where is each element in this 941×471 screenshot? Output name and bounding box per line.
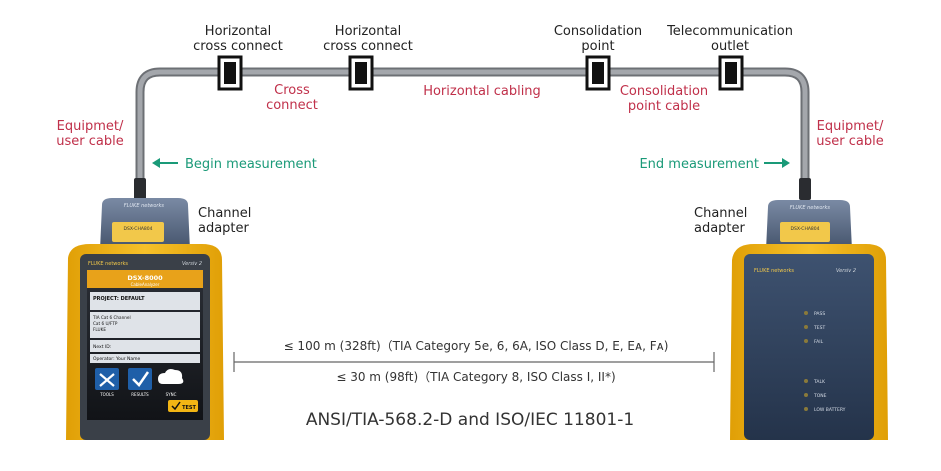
label-equipment-cable-right-line2: user cable <box>816 134 883 149</box>
label-consolidation-point-cable: Consolidation <box>620 84 708 99</box>
svg-text:RESULTS: RESULTS <box>131 392 149 397</box>
label-horizontal-cross-connect-1: Horizontal <box>205 24 271 39</box>
tester-main-unit: DSX-CHA804 FLUKE networks FLUKE networks… <box>66 198 224 440</box>
svg-text:FLUKE networks: FLUKE networks <box>124 203 165 209</box>
tester-remote-unit: DSX-CHA804 FLUKE networks FLUKE networks… <box>730 200 888 440</box>
results-button[interactable]: RESULTS <box>128 368 152 397</box>
label-limit-100m: ≤ 100 m (328ft)（TIA Category 5e, 6, 6A, … <box>284 339 669 353</box>
label-channel-adapter-left: Channel <box>198 206 251 221</box>
svg-text:Versiv 2: Versiv 2 <box>182 261 202 267</box>
label-limit-30m: ≤ 30 m (98ft)（TIA Category 8, ISO Class … <box>336 370 615 384</box>
indicator-fail: FAIL <box>804 339 824 345</box>
svg-text:FAIL: FAIL <box>814 339 824 345</box>
begin-measurement-arrow <box>152 158 178 168</box>
label-horizontal-cross-connect-1-line2: cross connect <box>193 39 283 54</box>
label-horizontal-cross-connect-2-line2: cross connect <box>323 39 413 54</box>
svg-text:LOW BATTERY: LOW BATTERY <box>814 407 846 413</box>
svg-text:DSX-CHA804: DSX-CHA804 <box>124 226 153 232</box>
label-consolidation-point-line2: point <box>581 39 614 54</box>
svg-text:FLUKE: FLUKE <box>93 327 106 332</box>
svg-text:TOOLS: TOOLS <box>99 392 114 397</box>
svg-text:TONE: TONE <box>813 393 827 399</box>
indicator-talk: TALK <box>804 379 826 385</box>
label-consolidation-point-cable-line2: point cable <box>628 99 700 114</box>
cable-plug-right <box>799 178 811 200</box>
channel-adapter-left-label <box>112 222 164 242</box>
connector-horizontal-cross-connect-2 <box>348 55 374 91</box>
label-telecommunication-outlet: Telecommunication <box>666 24 793 39</box>
svg-text:PASS: PASS <box>814 311 825 317</box>
label-equipment-cable-left: Equipmet/ <box>57 119 124 134</box>
end-measurement-arrow <box>764 158 790 168</box>
connector-telecommunication-outlet <box>718 55 744 91</box>
svg-text:FLUKE networks: FLUKE networks <box>88 261 128 267</box>
indicator-pass: PASS <box>804 311 825 317</box>
svg-text:PROJECT: DEFAULT: PROJECT: DEFAULT <box>93 296 145 302</box>
label-telecommunication-outlet-line2: outlet <box>711 39 749 54</box>
svg-text:Versiv 2: Versiv 2 <box>836 268 856 274</box>
test-button[interactable]: TEST <box>168 400 198 412</box>
label-standard: ANSI/TIA-568.2-D and ISO/IEC 11801-1 <box>306 410 634 430</box>
label-cross-connect-line2: connect <box>266 98 318 113</box>
svg-text:Operator: Your Name: Operator: Your Name <box>93 356 141 362</box>
label-channel-adapter-right-line2: adapter <box>694 221 746 236</box>
svg-text:DSX-8000: DSX-8000 <box>127 274 163 282</box>
svg-text:TEST: TEST <box>182 405 196 411</box>
cable <box>135 67 810 195</box>
svg-text:TIA Cat 6 Channel: TIA Cat 6 Channel <box>92 315 131 320</box>
indicator-low-battery: LOW BATTERY <box>804 407 846 413</box>
connector-consolidation-point <box>585 55 611 91</box>
svg-text:FLUKE networks: FLUKE networks <box>754 268 794 274</box>
tools-button[interactable]: TOOLS <box>95 368 119 397</box>
indicator-test: TEST <box>804 325 825 331</box>
svg-text:DSX-CHA804: DSX-CHA804 <box>791 226 820 232</box>
label-channel-adapter-right: Channel <box>694 206 747 221</box>
label-channel-adapter-left-line2: adapter <box>198 221 250 236</box>
label-cross-connect: Cross <box>274 83 310 98</box>
svg-text:TEST: TEST <box>813 325 825 331</box>
label-end-measurement: End measurement <box>639 157 759 172</box>
channel-adapter-right-label <box>780 222 830 242</box>
label-consolidation-point: Consolidation <box>554 24 642 39</box>
label-begin-measurement: Begin measurement <box>185 157 317 172</box>
svg-text:SYNC: SYNC <box>166 392 177 397</box>
svg-text:Cat 6 U/FTP: Cat 6 U/FTP <box>93 321 118 326</box>
label-horizontal-cross-connect-2: Horizontal <box>335 24 401 39</box>
svg-text:TALK: TALK <box>813 379 826 385</box>
label-equipment-cable-right: Equipmet/ <box>817 119 884 134</box>
indicator-tone: TONE <box>804 393 827 399</box>
cable-plug-left <box>134 178 146 200</box>
label-horizontal-cabling: Horizontal cabling <box>423 84 541 99</box>
connector-horizontal-cross-connect-1 <box>217 55 243 91</box>
length-dimension-line <box>233 352 715 372</box>
svg-text:CableAnalyzer: CableAnalyzer <box>131 282 160 287</box>
sync-button[interactable]: SYNC <box>158 369 184 397</box>
svg-text:FLUKE networks: FLUKE networks <box>790 205 831 211</box>
label-equipment-cable-left-line2: user cable <box>56 134 123 149</box>
svg-text:Next ID:: Next ID: <box>93 344 111 350</box>
